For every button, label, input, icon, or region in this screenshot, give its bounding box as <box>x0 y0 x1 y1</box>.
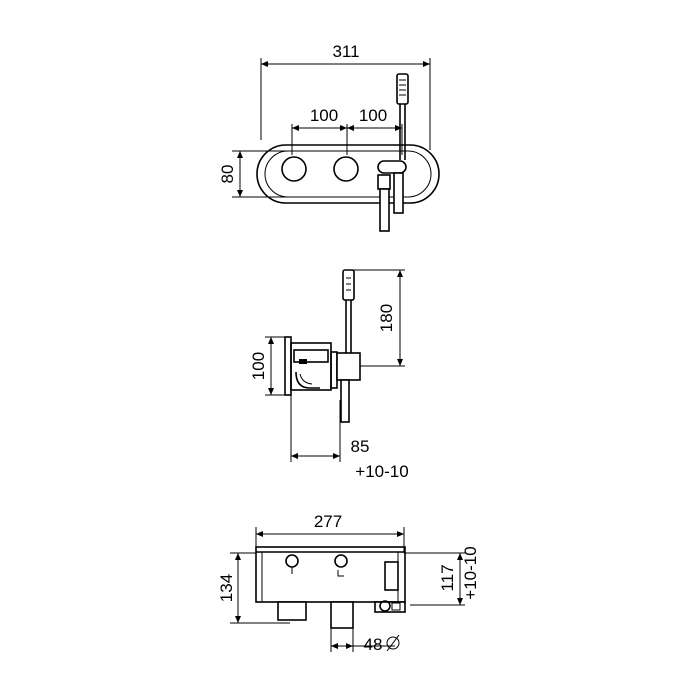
outlet-pipe <box>330 601 354 629</box>
dim-spacing-left: 100 <box>310 106 338 125</box>
hose-outlet <box>379 188 390 232</box>
dim-outlet-diameter: 48 <box>364 635 383 654</box>
dim-spacing-right: 100 <box>359 106 387 125</box>
shower-holder <box>377 160 407 174</box>
dim-total-width: 311 <box>332 42 359 61</box>
installation-box <box>255 546 406 603</box>
right-handle-knob <box>333 156 359 182</box>
diameter-symbol-icon <box>386 634 400 652</box>
dim-box-depth: 117 <box>438 564 457 591</box>
dim-plate-height: 100 <box>249 352 268 380</box>
front-view: 311 100 100 80 <box>218 42 440 232</box>
dim-height: 80 <box>218 165 237 184</box>
side-view: 180 100 85 +10-10 <box>249 269 409 481</box>
hand-shower-head <box>396 73 409 105</box>
dim-depth-tolerance: +10-10 <box>355 462 408 481</box>
dim-box-height: 134 <box>217 574 236 602</box>
dim-box-tolerance: +10-10 <box>461 546 480 599</box>
dim-depth: 85 <box>351 437 370 456</box>
left-handle-knob <box>281 156 307 182</box>
hand-shower-side <box>342 269 355 301</box>
wall-plate-side <box>284 336 292 396</box>
dim-box-width: 277 <box>314 512 342 531</box>
box-view: 277 134 117 +10-10 48 <box>217 512 480 654</box>
dim-hose-height: 180 <box>377 304 396 332</box>
